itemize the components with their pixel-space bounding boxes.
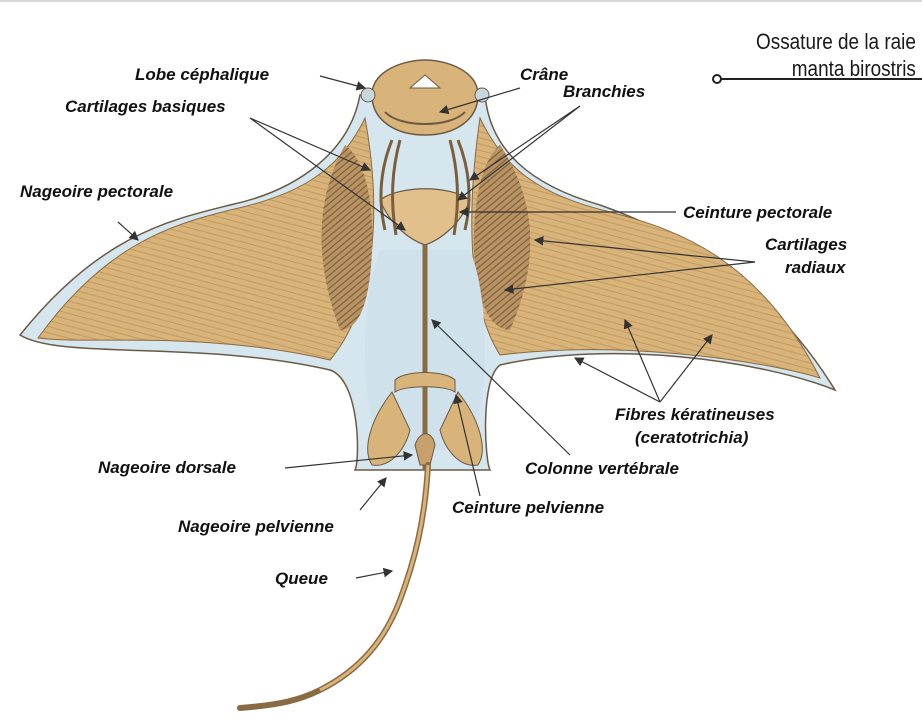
label-fibres-line2: (ceratotrichia) [635, 428, 749, 447]
tail-highlight [320, 465, 428, 690]
label-queue-group: Queue [275, 569, 392, 588]
label-queue: Queue [275, 569, 328, 588]
title-leader [713, 75, 922, 83]
label-colonne-vertebrale: Colonne vertébrale [525, 459, 679, 478]
label-lobe-cephalique-group: Lobe céphalique [135, 65, 365, 88]
label-branchies: Branchies [563, 82, 645, 101]
label-lobe-cephalique: Lobe céphalique [135, 65, 269, 84]
label-cartilages-radiaux-line2: radiaux [785, 258, 847, 277]
label-nageoire-pectorale: Nageoire pectorale [20, 182, 173, 201]
label-crane: Crâne [520, 65, 568, 84]
tail [240, 465, 428, 708]
label-ceinture-pelvienne: Ceinture pelvienne [452, 498, 604, 517]
label-cartilages-radiaux-line1: Cartilages [765, 235, 847, 254]
label-cartilages-basiques: Cartilages basiques [65, 97, 226, 116]
label-nageoire-pelvienne: Nageoire pelvienne [178, 517, 334, 536]
label-nageoire-pelvienne-group: Nageoire pelvienne [178, 478, 386, 536]
label-ceinture-pectorale: Ceinture pectorale [683, 203, 832, 222]
label-nageoire-dorsale: Nageoire dorsale [98, 458, 236, 477]
label-fibres-line1: Fibres kératineuses [615, 405, 775, 424]
